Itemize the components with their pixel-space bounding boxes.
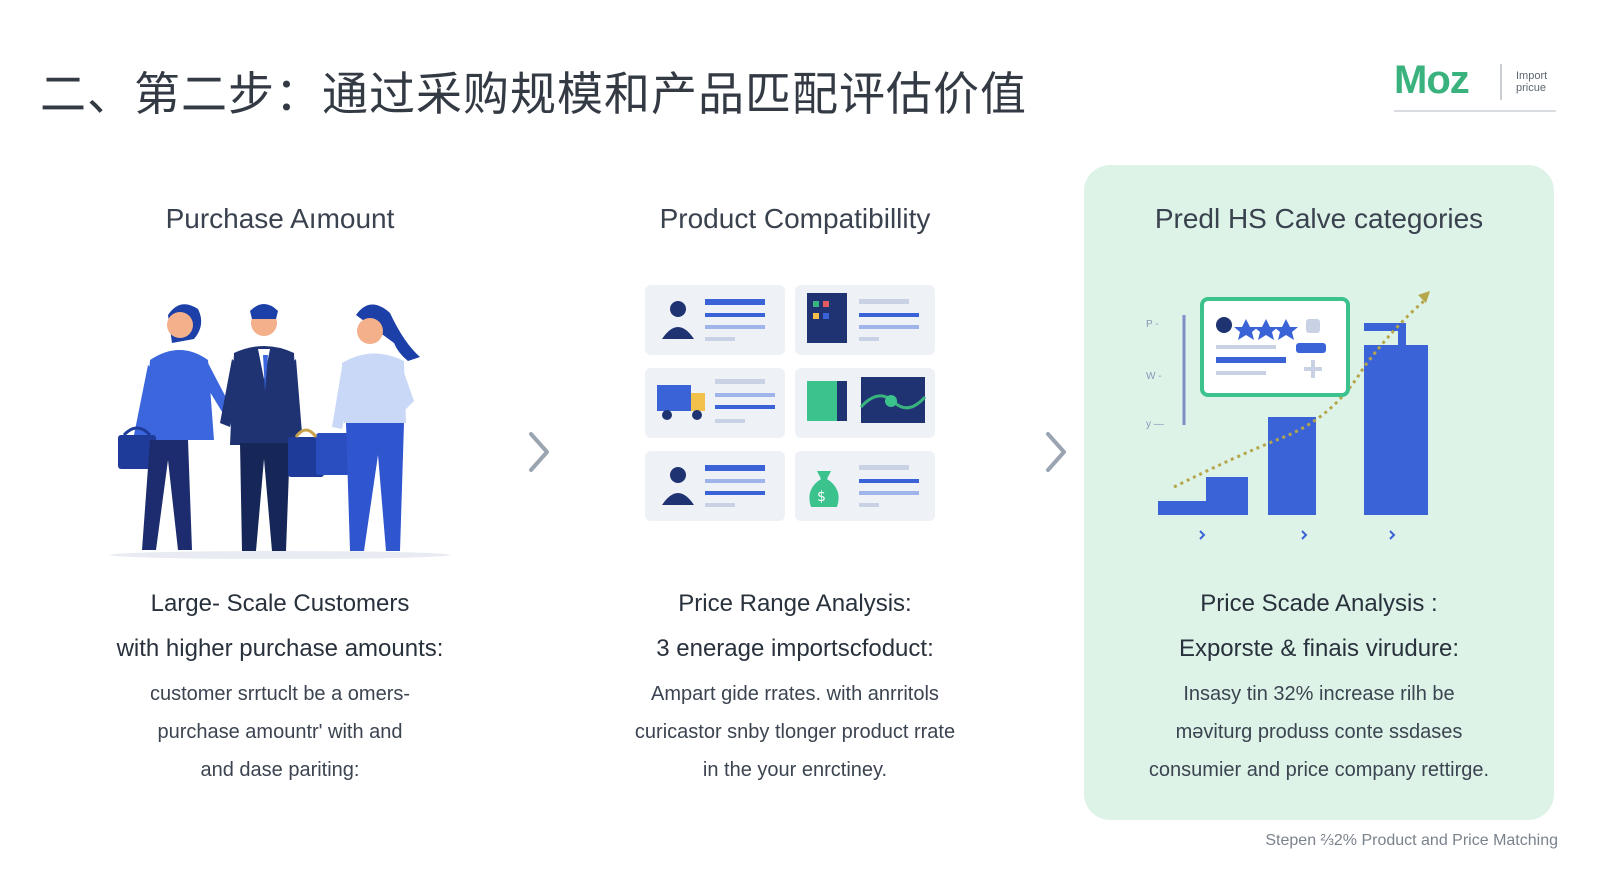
svg-text:P -: P - [1146,319,1159,330]
truck-icon [645,368,785,438]
money-bag-icon: $ [795,451,935,521]
description-line: purchase amountr' with and [157,721,403,743]
column-purchase-amount: Purchase Aımount [40,165,520,820]
column-product-compatibility: Product Compatibillity [555,165,1035,820]
customers-illustration [40,275,520,565]
logo-divider [1500,64,1502,100]
growth-chart-illustration: P - W - y — [1084,275,1554,565]
logo-brand: Moz [1394,58,1470,102]
chevron-right-icon [1046,432,1066,472]
column-subtitle-2: with higher purchase amounts: [116,635,444,662]
logo-sub-line2: pricue [1516,82,1546,94]
column-heading: Purchase Aımount [165,203,395,234]
column-heading: Predl HS Calve categories [1154,203,1484,234]
logo-sub-line1: Import [1516,70,1548,82]
folder-icon [795,368,935,438]
description-line: consumier and price company rettirge. [1148,759,1490,781]
footer-caption: Stepen ⅔2% Product and Price Matching [1265,832,1558,849]
column-subtitle: Price Range Analysis: [678,590,912,617]
column-hs-value-categories: Predl HS Calve categories P - W - y — [1084,165,1554,820]
user-icon [645,451,785,521]
product-cards-illustration: $ [555,275,1035,565]
svg-text:y —: y — [1146,419,1164,430]
column-subtitle-2: Exporste & finais virudure: [1178,635,1460,662]
logo-subtitle: Import pricue [1516,70,1547,94]
chevron-right-icon [529,432,549,472]
page-title: 二、第二步：通过采购规模和产品匹配评估价值 [40,67,1027,121]
svg-text:W -: W - [1146,371,1162,382]
column-heading: Product Compatibillity [659,203,931,234]
people-icon [110,304,450,559]
svg-text:$: $ [817,489,826,505]
description-line: mәviturg produss conte ssdases [1175,721,1463,743]
bar-growth-icon: P - W - y — [1146,291,1430,540]
description-line: customer srrtuclt be a omers- [149,683,411,705]
column-subtitle: Large- Scale Customers [150,590,410,617]
user-icon [645,285,785,355]
description-line: in the your enrctiney. [702,759,888,781]
description-line: and dase pariting: [200,759,360,781]
column-description: customer srrtuclt be a omers- purchase a… [40,675,520,789]
column-subtitle-2: 3 enerage importscfoduct: [656,635,934,662]
description-line: Insasy tin 32% increase rilh be [1183,683,1455,705]
column-description: Ampart gide rrates. with anrritols curic… [555,675,1035,789]
column-subtitle: Price Scade Analysis : [1200,590,1438,617]
description-line: curicastor snby tlonger product rrate [634,721,956,743]
column-description: Insasy tin 32% increase rilh be mәviturg… [1084,675,1554,789]
brand-logo: Moz Import pricue [1394,58,1556,112]
document-icon [795,285,935,355]
description-line: Ampart gide rrates. with anrritols [651,683,939,705]
